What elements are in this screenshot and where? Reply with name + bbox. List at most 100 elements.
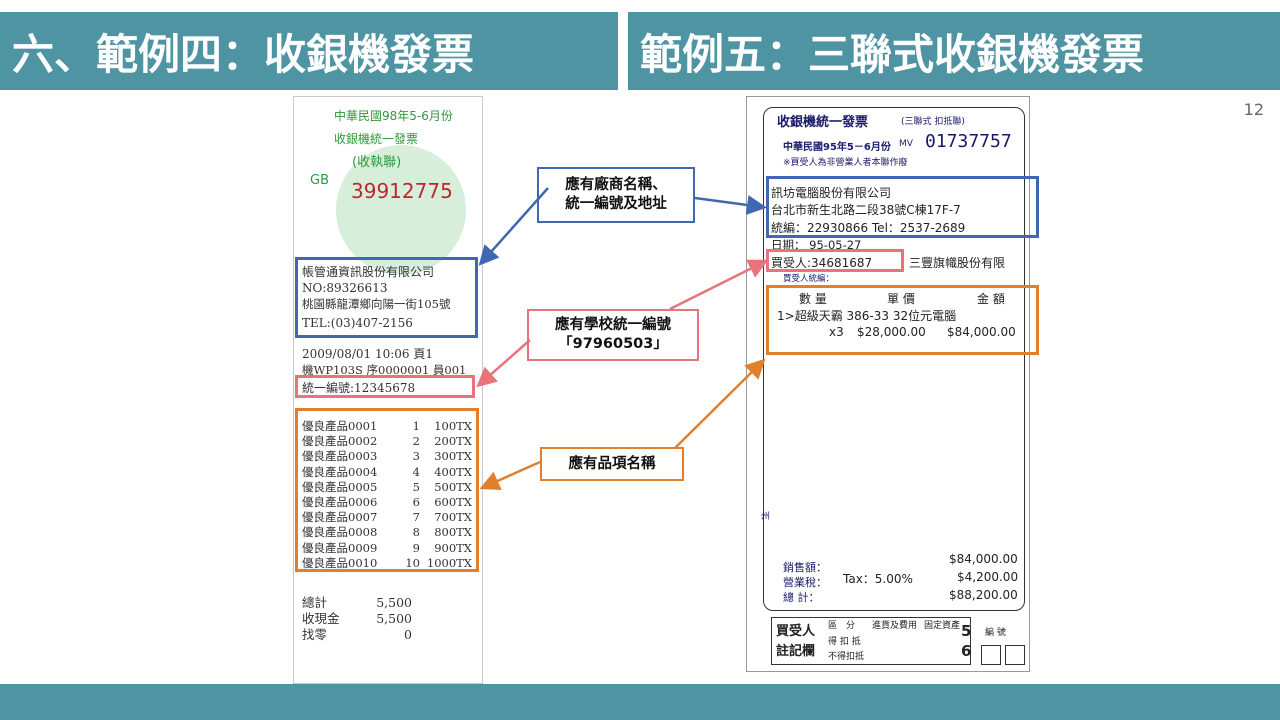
invoice-number: 39912775: [351, 179, 453, 203]
left-items-highlight: [295, 408, 479, 572]
left-section-title: 六、範例四：收銀機發票: [0, 12, 618, 90]
list-item: 優良產品0007 7 700TX: [302, 510, 472, 525]
page-number: 12: [1243, 100, 1264, 119]
sales-label: 銷售額：: [783, 561, 827, 574]
item-price: 500TX: [434, 479, 472, 494]
code-box: [981, 645, 1001, 665]
item-price: 800TX: [434, 525, 472, 540]
buyer-tax-id: 統一編號:12345678: [302, 381, 416, 395]
item-line: 1>超級天霸 386-33 32位元電腦: [777, 309, 957, 323]
left-tax-id-highlight: [295, 375, 475, 398]
callout-company-info: 應有廠商名稱、 統一編號及地址: [537, 167, 695, 223]
callout-school-line2: 「97960503」: [558, 336, 668, 352]
cash-label: 收現金: [302, 611, 340, 626]
item-qty: 9: [412, 540, 420, 555]
seller-tax-id-tel: 統編：22930866 Tel：2537-2689: [771, 221, 966, 235]
seller-company-name: 訊坊電腦股份有限公司: [771, 186, 892, 200]
list-item: 優良產品0002 2 200TX: [302, 434, 472, 449]
item-price: 1000TX: [426, 555, 472, 570]
buyer-company: 三豐旗幟股份有限: [909, 256, 1006, 270]
invoice-number: 01737757: [925, 131, 1012, 152]
total-value: 5,500: [376, 595, 412, 610]
seller-address: 台北市新生北路二段38號C棟17F-7: [771, 203, 961, 217]
seller-company-name: 帳管通資訊股份有限公司: [302, 265, 435, 279]
invoice-period: 中華民國98年5-6月份: [334, 109, 453, 123]
total-row: 總計 5,500: [302, 595, 412, 611]
callout-company-line2: 統一編號及地址: [565, 196, 667, 212]
item-qty: x3: [829, 325, 844, 339]
item-price: 100TX: [434, 419, 472, 433]
code-digit-5: 5: [961, 622, 972, 640]
item-name: 優良產品0003: [302, 449, 378, 464]
arrow-tax-id-left: [476, 339, 531, 388]
invoice-prefix: MV: [899, 139, 913, 149]
list-item: 優良產品0006 6 600TX: [302, 495, 472, 510]
total-label: 總計: [302, 595, 328, 610]
item-qty: 2: [412, 434, 420, 449]
box-cell-fixed-assets: 固定資產: [924, 621, 961, 631]
box-cell-non-deductible: 不得扣抵: [828, 652, 865, 662]
cash-register-invoice-example-4: 中華民國98年5-6月份 收銀機統一發票 (收執聯) GB 39912775 帳…: [293, 96, 483, 684]
callout-school-line1: 應有學校統一編號: [555, 317, 671, 333]
seller-tel: TEL:(03)407-2156: [302, 316, 413, 330]
callout-school-tax-id: 應有學校統一編號 「97960503」: [527, 309, 699, 361]
seller-address: 桃園縣龍潭鄉向陽一街105號: [302, 297, 451, 311]
seller-company-no: NO:89326613: [302, 281, 388, 295]
item-price: 400TX: [434, 464, 472, 479]
invoice-prefix: GB: [310, 173, 329, 188]
list-item: 優良產品0009 9 900TX: [302, 541, 472, 556]
item-qty: 10: [405, 555, 420, 570]
sales-value: $84,000.00: [949, 552, 1018, 566]
item-name: 優良產品0001: [302, 419, 378, 433]
box-cell-category: 區 分: [828, 621, 856, 631]
invoice-title: 收銀機統一發票: [777, 115, 869, 130]
totals-block: 總計 5,500 收現金 5,500 找零 0: [302, 595, 412, 643]
item-price: 900TX: [434, 540, 472, 555]
item-price: 600TX: [434, 494, 472, 509]
item-name: 優良產品0010: [302, 555, 378, 570]
invoice-copy: (收執聯): [352, 155, 402, 170]
item-name: 優良產品0009: [302, 540, 378, 555]
code-digits: 5 6: [961, 621, 971, 661]
invoice-machine: 機WP103S 序0000001 員001: [302, 363, 467, 377]
item-name: 優良產品0006: [302, 494, 378, 509]
item-qty: 4: [412, 464, 420, 479]
box-cell-purchase: 進貨及費用: [872, 621, 918, 631]
invoice-date: 日期： 95-05-27: [771, 238, 862, 252]
right-items-highlight: [766, 285, 1039, 355]
invoice-note: ※買受人為非營業人者本聯作廢: [783, 158, 908, 168]
item-amount: $84,000.00: [947, 325, 1016, 339]
invoice-stamp-circle: [336, 145, 466, 275]
column-amount: 金 額: [977, 292, 1005, 306]
item-name: 優良產品0004: [302, 464, 378, 479]
side-mark: 州: [761, 512, 771, 522]
list-item: 優良產品0010 10 1000TX: [302, 556, 472, 571]
item-price: 700TX: [434, 510, 472, 525]
invoice-type: 收銀機統一發票: [334, 132, 419, 146]
item-name: 優良產品0008: [302, 525, 378, 540]
callout-item-names: 應有品項名稱: [540, 447, 684, 481]
item-name: 優良產品0002: [302, 434, 378, 449]
item-qty: 3: [412, 449, 420, 464]
item-qty: 7: [412, 510, 420, 525]
invoice-subtitle: (三聯式 扣抵聯): [901, 117, 965, 127]
arrow-items-right: [674, 358, 766, 449]
total-label: 總 計：: [783, 591, 820, 604]
item-qty: 6: [412, 494, 420, 509]
change-label: 找零: [302, 627, 328, 642]
item-name: 優良產品0007: [302, 510, 378, 525]
arrow-company-right: [694, 195, 767, 215]
code-box: [1005, 645, 1025, 665]
change-value: 0: [404, 627, 412, 642]
cash-value: 5,500: [376, 611, 412, 626]
code-label: 編 號: [985, 628, 1006, 638]
tax-label: 營業稅：: [783, 576, 827, 589]
list-item: 優良產品0004 4 400TX: [302, 465, 472, 480]
column-unit-price: 單 價: [887, 292, 915, 306]
item-price: 200TX: [434, 434, 472, 449]
